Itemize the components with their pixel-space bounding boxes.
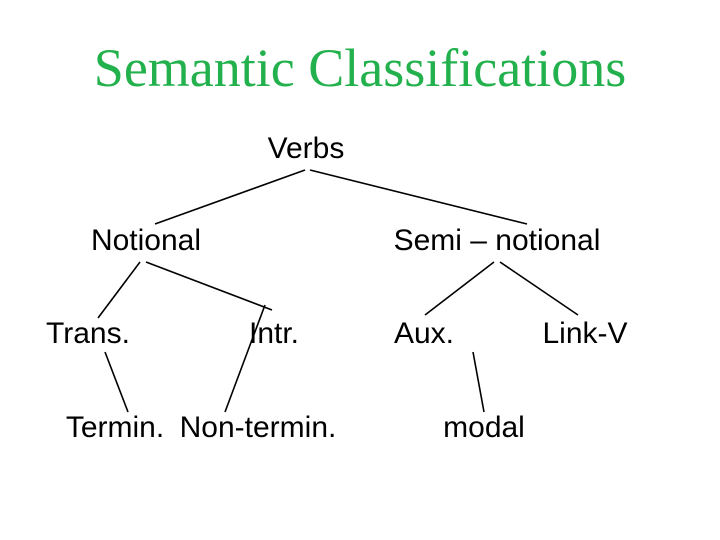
tree-node-trans: Trans. [46, 317, 130, 350]
tree-edge-notional-to-trans [97, 261, 141, 319]
tree-node-aux: Aux. [393, 317, 455, 350]
tree-edge-trans-to-termin [104, 351, 129, 413]
tree-edge-seminotional-to-aux [424, 261, 495, 316]
tree-edge-aux-to-modal [472, 351, 485, 413]
tree-node-modal: modal [443, 411, 525, 444]
tree-node-notional: Notional [90, 224, 202, 257]
tree-node-linkv: Link-V [542, 317, 628, 350]
tree-edge-verbs-to-notional [154, 169, 306, 225]
tree-edge-intr-to-nontermin [224, 304, 266, 413]
tree-edge-verbs-to-seminotional [309, 169, 528, 225]
tree-edge-notional-to-intr [145, 261, 273, 311]
tree-node-nontermin: Non-termin. [179, 411, 337, 444]
page-title: Semantic Classifications [93, 38, 627, 98]
tree-node-seminotional: Semi – notional [393, 224, 601, 257]
tree-node-termin: Termin. [65, 411, 165, 444]
tree-edge-seminotional-to-linkv [499, 261, 579, 316]
tree-node-intr: Intr. [248, 317, 300, 350]
tree-node-verbs: Verbs [267, 132, 345, 165]
